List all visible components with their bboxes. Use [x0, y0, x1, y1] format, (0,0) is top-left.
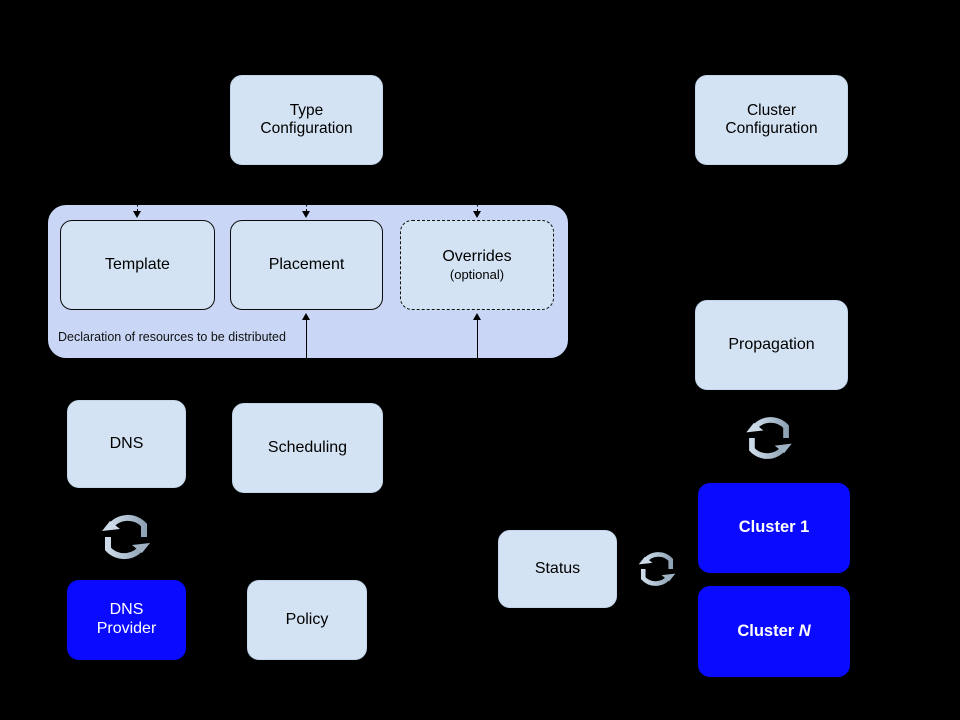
node-cluster-n[interactable]: Cluster N — [698, 586, 850, 677]
node-scheduling-label: Scheduling — [267, 438, 348, 456]
connector-type-to-overrides-arrowhead — [472, 211, 481, 218]
connector-type-to-placement — [306, 198, 307, 212]
node-cluster-n-index: N — [798, 621, 811, 640]
node-cluster-1-prefix: Cluster — [738, 518, 801, 537]
node-dns[interactable]: DNS — [67, 400, 186, 488]
node-template-label: Template — [105, 255, 170, 273]
node-placement[interactable]: Placement — [230, 220, 383, 310]
node-dns-provider-label: DNS Provider — [96, 601, 157, 637]
connector-type-to-template — [137, 198, 138, 212]
connector-type-to-placement-arrowhead — [301, 211, 310, 218]
connector-scheduling-to-placement-arrowhead — [301, 313, 310, 320]
node-propagation[interactable]: Propagation — [695, 300, 848, 390]
node-dns-provider[interactable]: DNS Provider — [67, 580, 186, 660]
node-cluster-1[interactable]: Cluster 1 — [698, 483, 850, 573]
node-propagation-label: Propagation — [728, 335, 815, 353]
node-cluster-n-label: Cluster N — [737, 622, 810, 641]
connector-policy-to-overrides — [477, 319, 478, 358]
node-type-configuration[interactable]: Type Configuration — [230, 75, 383, 165]
connector-type-to-overrides — [477, 198, 478, 212]
node-status[interactable]: Status — [498, 530, 617, 608]
node-overrides-label: Overrides (optional) — [442, 247, 512, 282]
panel-caption: Declaration of resources to be distribut… — [58, 330, 286, 344]
node-placement-label: Placement — [268, 255, 345, 273]
connector-scheduling-to-placement — [306, 319, 307, 358]
node-cluster-1-label: Cluster 1 — [739, 518, 810, 537]
node-overrides[interactable]: Overrides (optional) — [400, 220, 554, 310]
node-policy-label: Policy — [285, 610, 329, 628]
node-template[interactable]: Template — [60, 220, 215, 310]
node-policy[interactable]: Policy — [247, 580, 367, 660]
connector-policy-to-overrides-arrowhead — [472, 313, 481, 320]
node-cluster-1-index: 1 — [800, 518, 810, 537]
sync-propagation-icon — [733, 398, 805, 478]
node-cluster-configuration[interactable]: Cluster Configuration — [695, 75, 848, 165]
node-scheduling[interactable]: Scheduling — [232, 403, 383, 493]
connector-type-to-template-arrowhead — [132, 211, 141, 218]
node-cluster-configuration-label: Cluster Configuration — [725, 101, 818, 137]
sync-dns-icon — [88, 497, 164, 577]
node-status-label: Status — [534, 559, 581, 577]
sync-status-icon — [628, 528, 686, 610]
node-dns-label: DNS — [109, 434, 144, 452]
node-overrides-sublabel: (optional) — [449, 266, 505, 282]
node-type-configuration-label: Type Configuration — [260, 101, 353, 137]
node-cluster-n-prefix: Cluster — [737, 621, 799, 640]
